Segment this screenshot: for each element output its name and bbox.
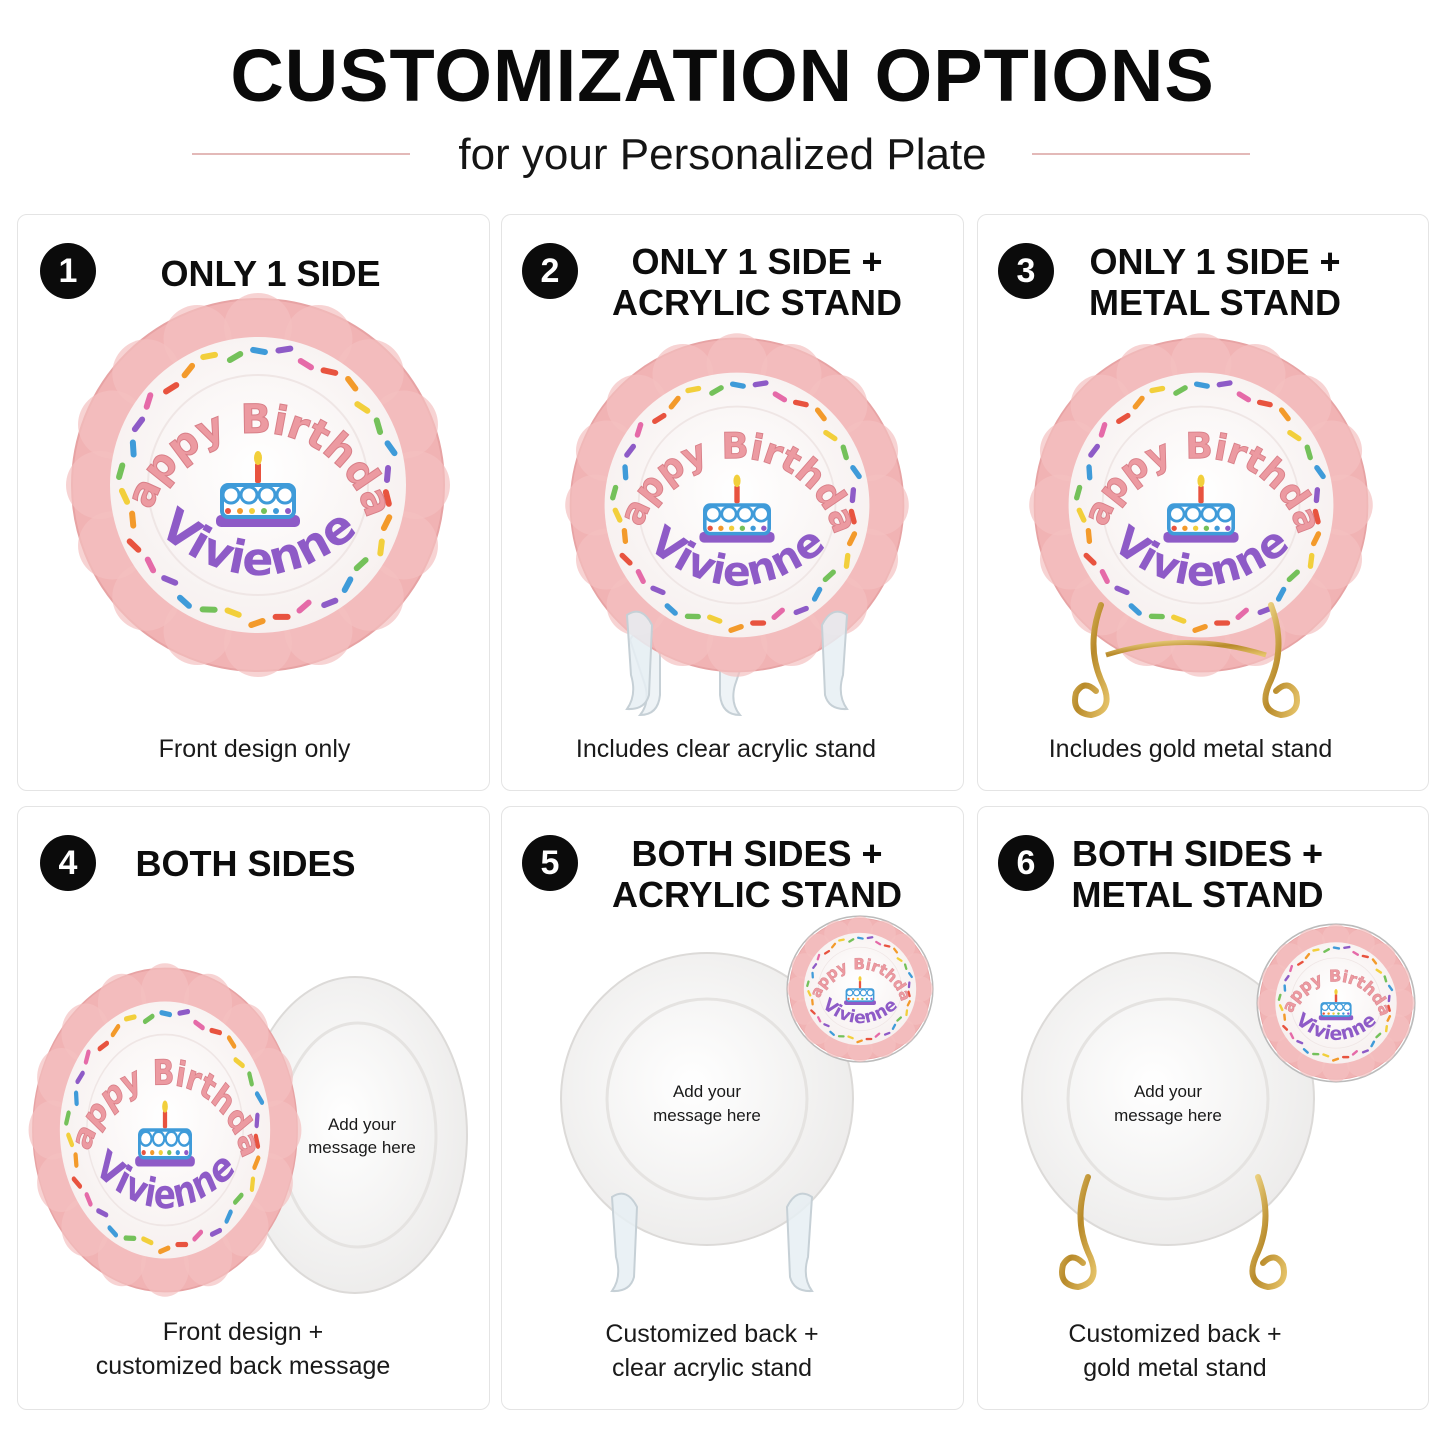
option-number-badge: 1	[40, 243, 96, 299]
option-caption: Front design + customized back message	[95, 1318, 391, 1380]
option-number-badge: 2	[522, 243, 578, 299]
title-rule-left	[192, 153, 410, 155]
back-message-line-1: Add your	[673, 1082, 741, 1101]
option-number-badge: 4	[40, 835, 96, 891]
front-plate-thumbnail: Happy BirthdayVivienne	[1256, 923, 1416, 1083]
option-number-badge: 6	[998, 835, 1054, 891]
front-plate-image: Happy BirthdayVivienne	[565, 333, 909, 677]
back-message-line-2: message here	[653, 1106, 761, 1125]
option-card-4[interactable]: 4 BOTH SIDES Add your message here Happy…	[17, 806, 490, 1410]
page-title: CUSTOMIZATION OPTIONS	[230, 34, 1215, 117]
option-caption: Customized back + gold metal stand	[1068, 1320, 1282, 1382]
page-subtitle: for your Personalized Plate	[458, 130, 987, 179]
back-message-line-1: Add your	[328, 1115, 396, 1134]
gold-metal-stand	[1072, 602, 1300, 719]
back-plate-image: Add your message here	[242, 976, 468, 1294]
option-caption: Includes gold metal stand	[1048, 735, 1333, 763]
back-plate-image: Add your message here	[1021, 952, 1315, 1246]
option-title: BOTH SIDES	[135, 843, 356, 884]
front-plate-thumbnail: Happy BirthdayVivienne	[786, 915, 934, 1063]
back-plate-image: Add your message here	[560, 952, 854, 1246]
option-title: BOTH SIDES + METAL STAND	[1071, 833, 1324, 915]
front-plate-image: Happy BirthdayVivienne	[1029, 333, 1373, 677]
option-title: BOTH SIDES + ACRYLIC STAND	[612, 833, 902, 915]
option-card-1[interactable]: 1 ONLY 1 SIDE Happy BirthdayVivienne Fro…	[17, 214, 490, 791]
acrylic-stand-legs	[610, 1192, 814, 1293]
acrylic-stand-legs	[625, 610, 849, 711]
option-number-badge: 5	[522, 835, 578, 891]
front-plate-image: Happy BirthdayVivienne	[28, 963, 302, 1297]
back-message-line-1: Add your	[1134, 1082, 1202, 1101]
back-message-line-2: message here	[308, 1138, 416, 1157]
option-number-badge: 3	[998, 243, 1054, 299]
option-card-2[interactable]: 2 ONLY 1 SIDE + ACRYLIC STAND Happy Birt…	[501, 214, 964, 791]
option-card-6[interactable]: 6 BOTH SIDES + METAL STAND Add your mess…	[977, 806, 1429, 1410]
front-plate-image: Happy BirthdayVivienne	[66, 293, 450, 677]
option-title: ONLY 1 SIDE + ACRYLIC STAND	[612, 241, 902, 323]
option-caption: Includes clear acrylic stand	[575, 735, 877, 763]
option-card-5[interactable]: 5 BOTH SIDES + ACRYLIC STAND Add your me…	[501, 806, 964, 1410]
option-title: ONLY 1 SIDE + METAL STAND	[1089, 241, 1341, 323]
gold-metal-stand	[1059, 1174, 1287, 1291]
option-caption: Customized back + clear acrylic stand	[605, 1320, 819, 1382]
title-rule-right	[1032, 153, 1250, 155]
option-card-3[interactable]: 3 ONLY 1 SIDE + METAL STAND Happy Birthd…	[977, 214, 1429, 791]
option-caption: Front design only	[158, 735, 351, 763]
back-message-line-2: message here	[1114, 1106, 1222, 1125]
option-title: ONLY 1 SIDE	[160, 253, 381, 294]
